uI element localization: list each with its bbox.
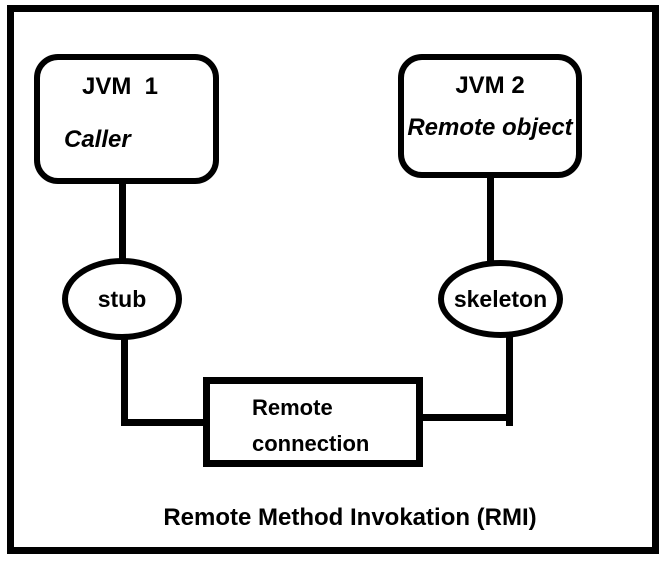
skeleton-ellipse: skeleton	[438, 260, 563, 338]
connector-jvm1-to-stub	[119, 183, 126, 262]
diagram-caption: Remote Method Invokation (RMI)	[163, 504, 537, 531]
connector-skeleton-to-connection	[419, 414, 513, 421]
jvm2-title: JVM 2	[455, 72, 525, 99]
remote-connection-label-line1: Remote	[252, 395, 333, 420]
jvm1-title: JVM 1	[81, 73, 159, 100]
stub-label: stub	[97, 285, 147, 312]
skeleton-label: skeleton	[453, 285, 548, 312]
remote-connection-label-line2: connection	[252, 431, 370, 456]
jvm1-subtitle: Caller	[64, 126, 131, 153]
connector-stub-to-connection	[121, 419, 207, 426]
connector-jvm2-to-skeleton	[487, 177, 494, 262]
connector-stub-down	[121, 338, 128, 426]
jvm1-box	[34, 54, 219, 184]
jvm2-box	[398, 54, 582, 178]
remote-connection-box: Remote connection	[203, 377, 423, 467]
jvm2-subtitle: Remote object	[407, 114, 573, 141]
stub-ellipse: stub	[62, 258, 182, 340]
connector-skeleton-down	[506, 336, 513, 426]
